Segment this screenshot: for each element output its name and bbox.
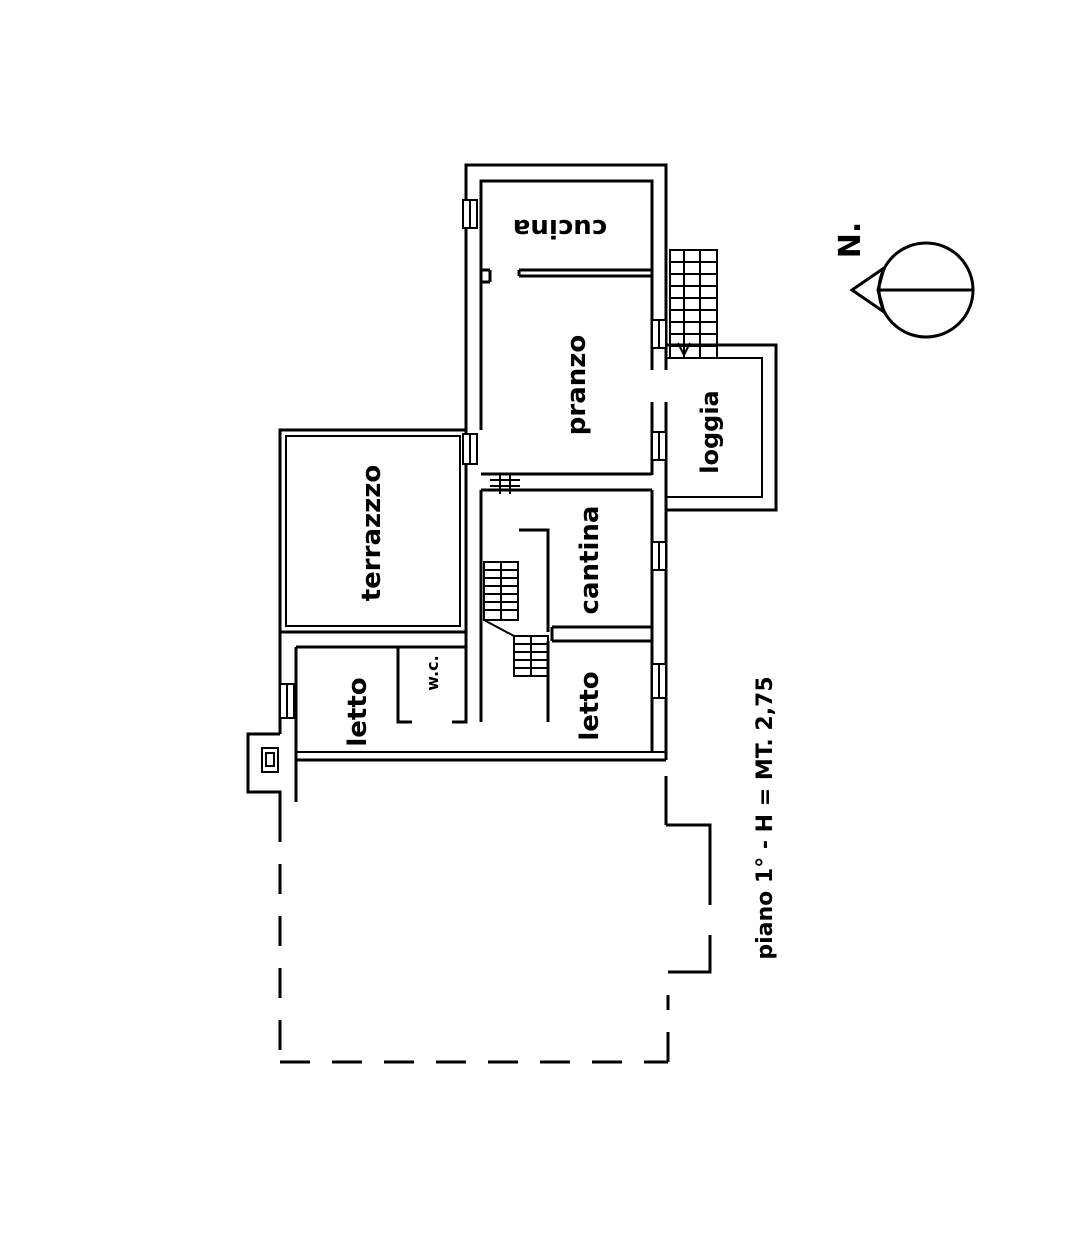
upper-block-inner-wall xyxy=(479,179,654,430)
room-label-pranzo: pranzo xyxy=(562,335,592,435)
terrazzo-inner-outline xyxy=(285,435,461,627)
dashed-perimeter xyxy=(278,776,712,1064)
room-label-loggia: loggia xyxy=(696,390,724,474)
wc-left-wall xyxy=(396,647,412,724)
compass-icon xyxy=(849,241,975,339)
internal-stair xyxy=(483,474,549,677)
upper-block-outer-wall xyxy=(464,163,668,430)
terrazzo-outline xyxy=(278,428,468,634)
chimney xyxy=(246,732,282,812)
loggia-outer xyxy=(666,343,778,512)
floor-caption: piano 1° - H = MT. 2,75 xyxy=(753,676,778,959)
room-label-wc: w.c. xyxy=(423,655,442,690)
north-label: N. xyxy=(833,222,868,259)
wc-right-wall xyxy=(452,647,468,724)
external-stair xyxy=(669,249,718,359)
windows xyxy=(279,199,667,719)
stair-arrow-icon xyxy=(677,300,691,358)
stair-side-wall xyxy=(519,528,550,632)
room-label-letto-left: letto xyxy=(343,677,373,746)
room-label-letto-right: letto xyxy=(575,671,605,740)
room-label-cucina: cucina xyxy=(513,213,607,243)
walls xyxy=(278,163,668,802)
room-label-cantina: cantina xyxy=(575,506,605,615)
partitions xyxy=(296,268,652,724)
chimney-icon xyxy=(261,747,279,773)
external-stair-outline xyxy=(669,249,718,359)
room-label-terrazzo: terrazzzo xyxy=(357,465,387,602)
